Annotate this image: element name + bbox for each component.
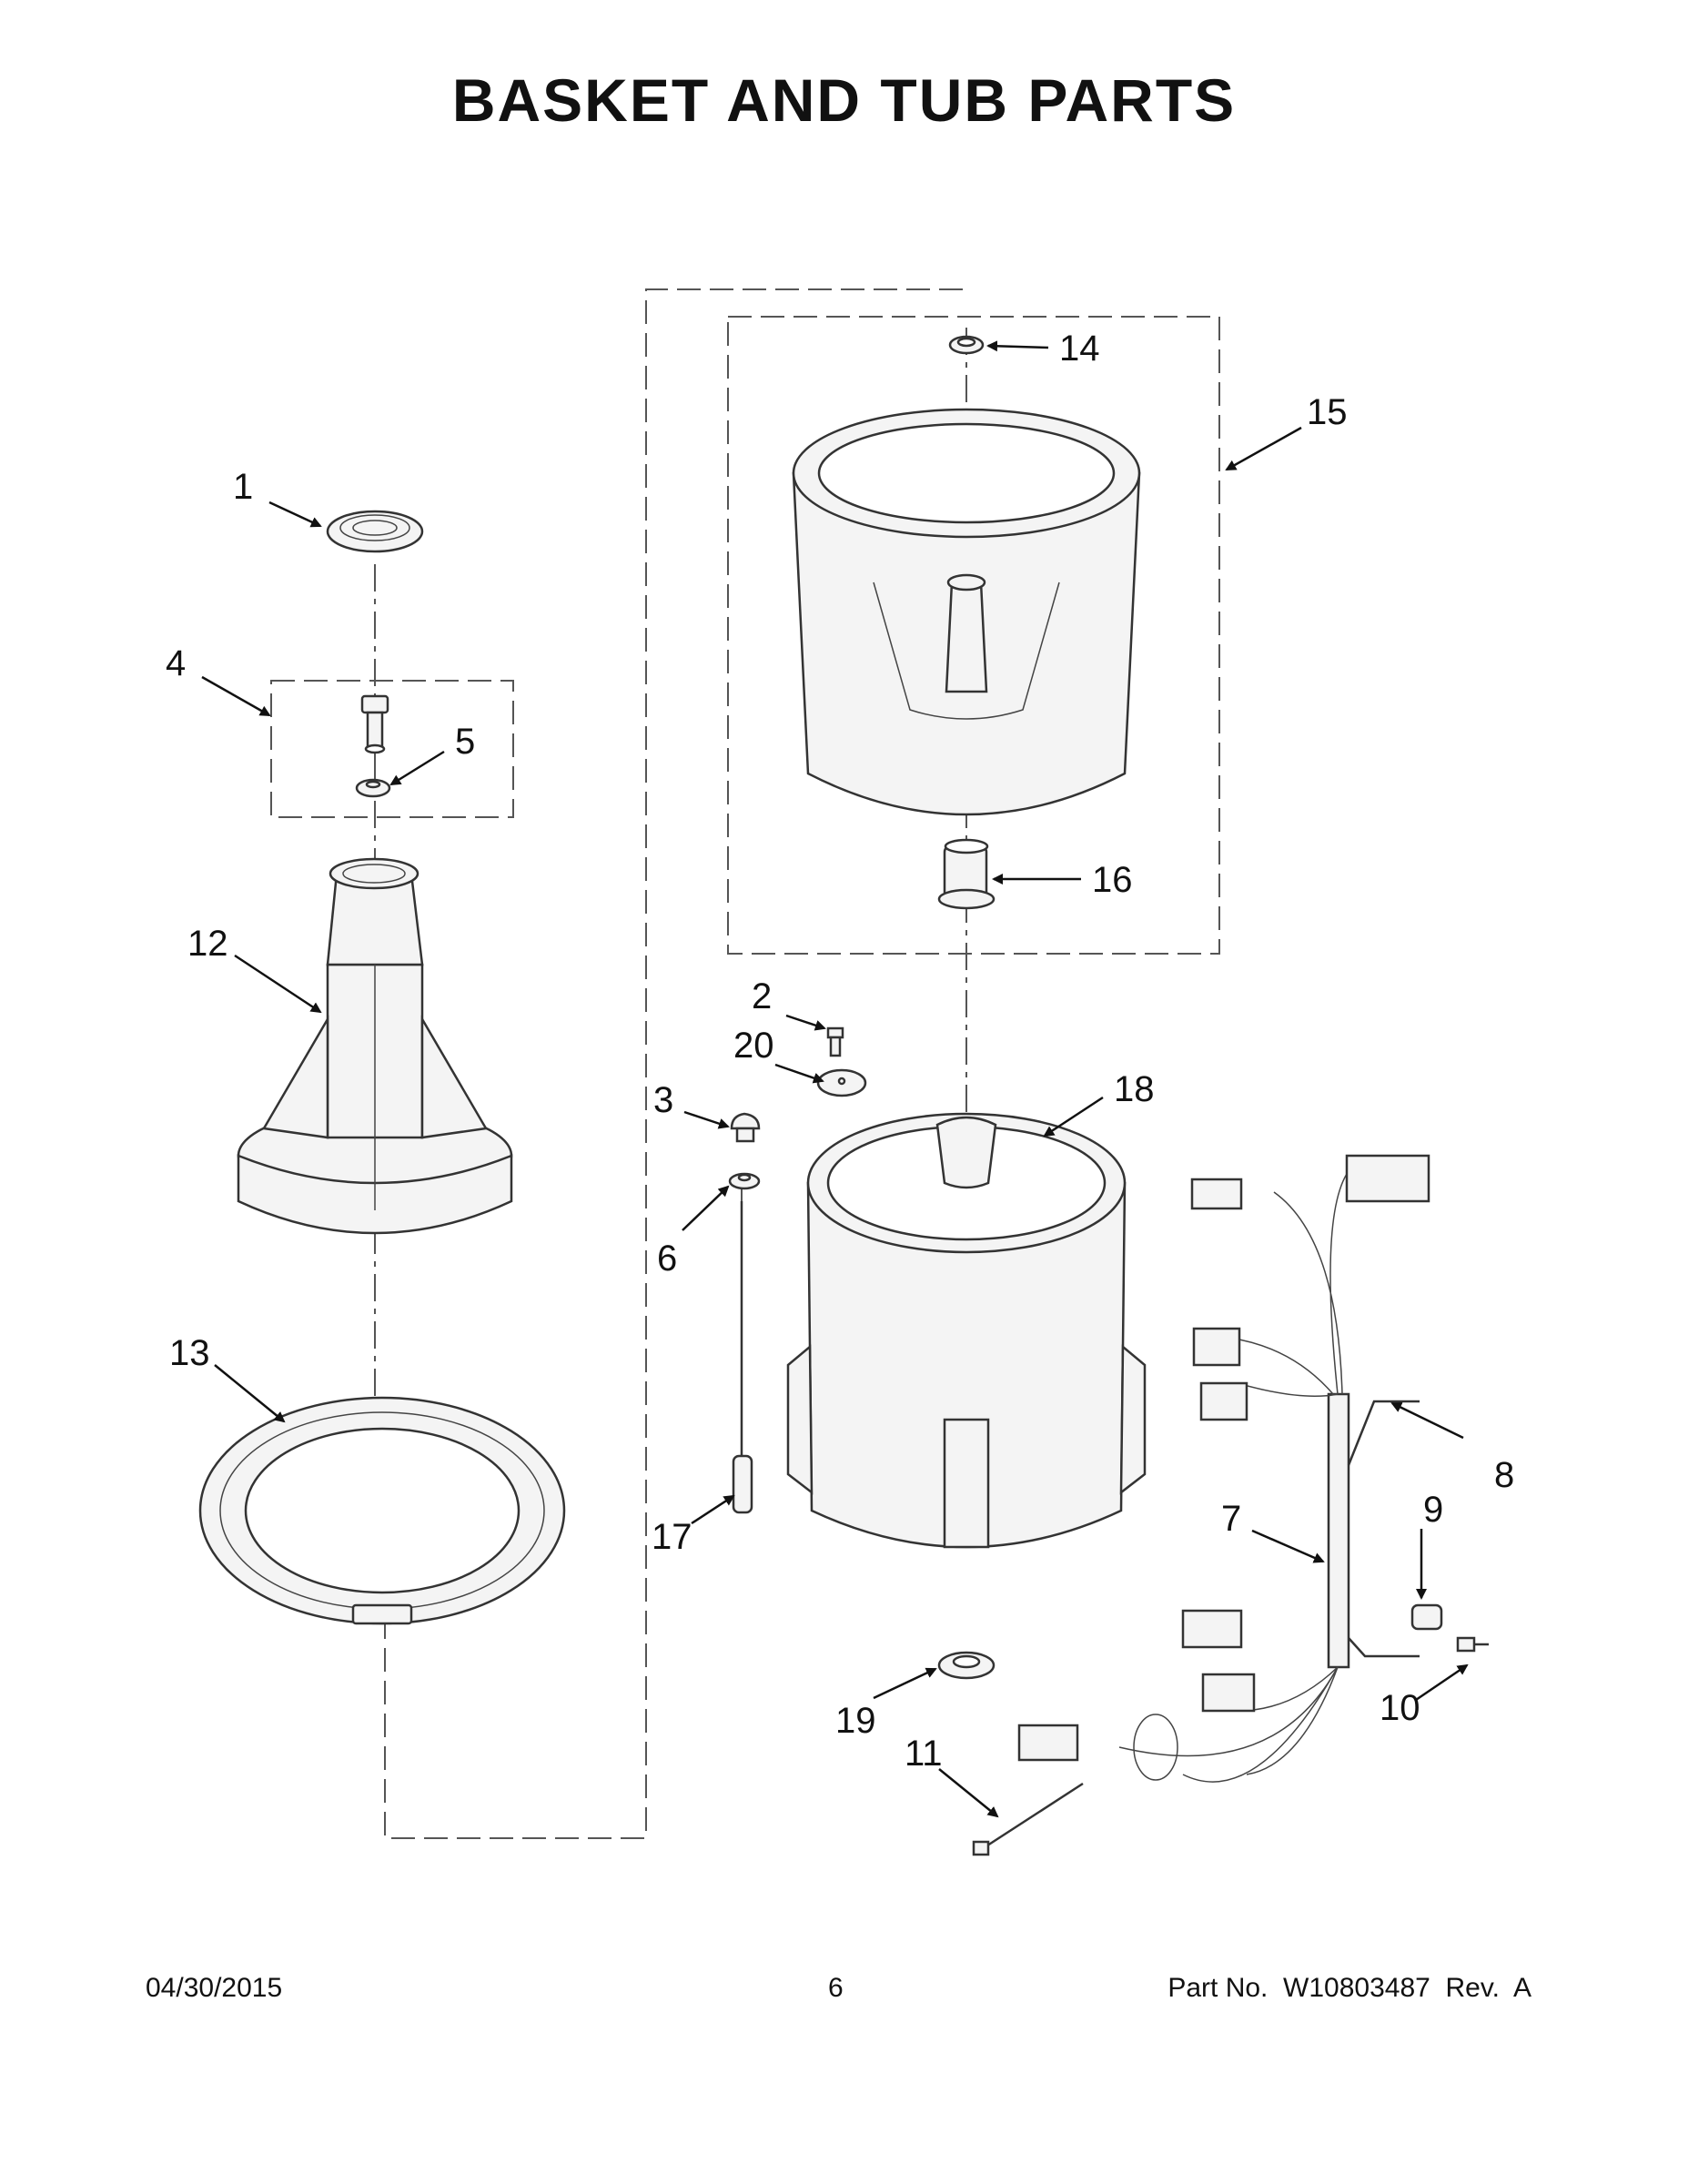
leader-12 <box>234 954 322 1014</box>
part-8-hose <box>1347 1400 1420 1658</box>
assembly-outline-line <box>384 288 963 1839</box>
bolt-kit-box <box>270 680 514 818</box>
callout-15: 15 <box>1307 392 1348 432</box>
leader-6 <box>682 1185 730 1231</box>
part-7-wire-harness <box>1017 1154 1430 1783</box>
callout-7: 7 <box>1221 1499 1241 1539</box>
callout-8: 8 <box>1494 1455 1514 1495</box>
leader-18 <box>1043 1096 1104 1138</box>
part-3-cap <box>730 1112 761 1143</box>
footer-part-number: Part No. W10803487 Rev. A <box>1167 1973 1531 2003</box>
leader-7 <box>1251 1529 1325 1563</box>
leader-5 <box>389 750 445 786</box>
callout-2: 2 <box>752 976 772 1016</box>
part-6-nut <box>728 1172 761 1190</box>
callout-11: 11 <box>905 1734 943 1774</box>
leader-10 <box>1415 1663 1469 1702</box>
part-1-cap <box>326 510 424 553</box>
callout-14: 14 <box>1059 329 1100 369</box>
leader-4 <box>201 675 271 717</box>
callout-4: 4 <box>166 643 186 683</box>
callout-16: 16 <box>1092 860 1133 900</box>
part-12-impeller <box>237 857 513 1235</box>
part-15-basket <box>792 408 1141 816</box>
page-title: BASKET AND TUB PARTS <box>451 66 1237 134</box>
callout-20: 20 <box>733 1026 774 1066</box>
callout-3: 3 <box>653 1080 673 1120</box>
callout-9: 9 <box>1423 1490 1443 1530</box>
leader-13 <box>214 1364 286 1423</box>
part-4-bolt <box>360 694 389 754</box>
leader-20 <box>774 1063 824 1084</box>
callout-5: 5 <box>455 722 475 762</box>
part-14-nut <box>948 335 985 355</box>
part-17-suspension-rod <box>732 1201 753 1514</box>
leader-2 <box>785 1014 826 1031</box>
footer-page-number: 6 <box>828 1973 844 2003</box>
leader-3 <box>683 1110 730 1129</box>
part-16-hub <box>937 838 996 910</box>
part-9-clip <box>1410 1603 1443 1631</box>
part-2-screw <box>826 1026 844 1057</box>
leader-14 <box>986 340 1049 352</box>
callout-18: 18 <box>1114 1069 1155 1109</box>
callout-19: 19 <box>835 1701 876 1741</box>
part-5-washer <box>355 778 391 798</box>
leader-15 <box>1225 426 1302 471</box>
leader-1 <box>268 500 322 528</box>
callout-17: 17 <box>652 1517 692 1557</box>
leader-17 <box>691 1494 735 1525</box>
part-18-tub <box>786 1112 1147 1549</box>
footer-date: 04/30/2015 <box>146 1973 283 2003</box>
callout-10: 10 <box>1380 1688 1420 1728</box>
callout-1: 1 <box>233 467 253 507</box>
part-20-plate <box>816 1068 867 1097</box>
callout-6: 6 <box>657 1239 677 1279</box>
callout-13: 13 <box>169 1333 210 1373</box>
part-19-seal <box>937 1651 996 1680</box>
part-10-screw <box>1456 1636 1489 1653</box>
part-11-tie-strap <box>972 1782 1084 1856</box>
leader-11 <box>938 1768 999 1818</box>
part-13-balance-ring <box>198 1396 566 1625</box>
callout-12: 12 <box>187 924 228 964</box>
leader-8 <box>1390 1401 1464 1440</box>
leader-19 <box>873 1667 937 1700</box>
basket-assembly-box <box>727 316 1220 955</box>
